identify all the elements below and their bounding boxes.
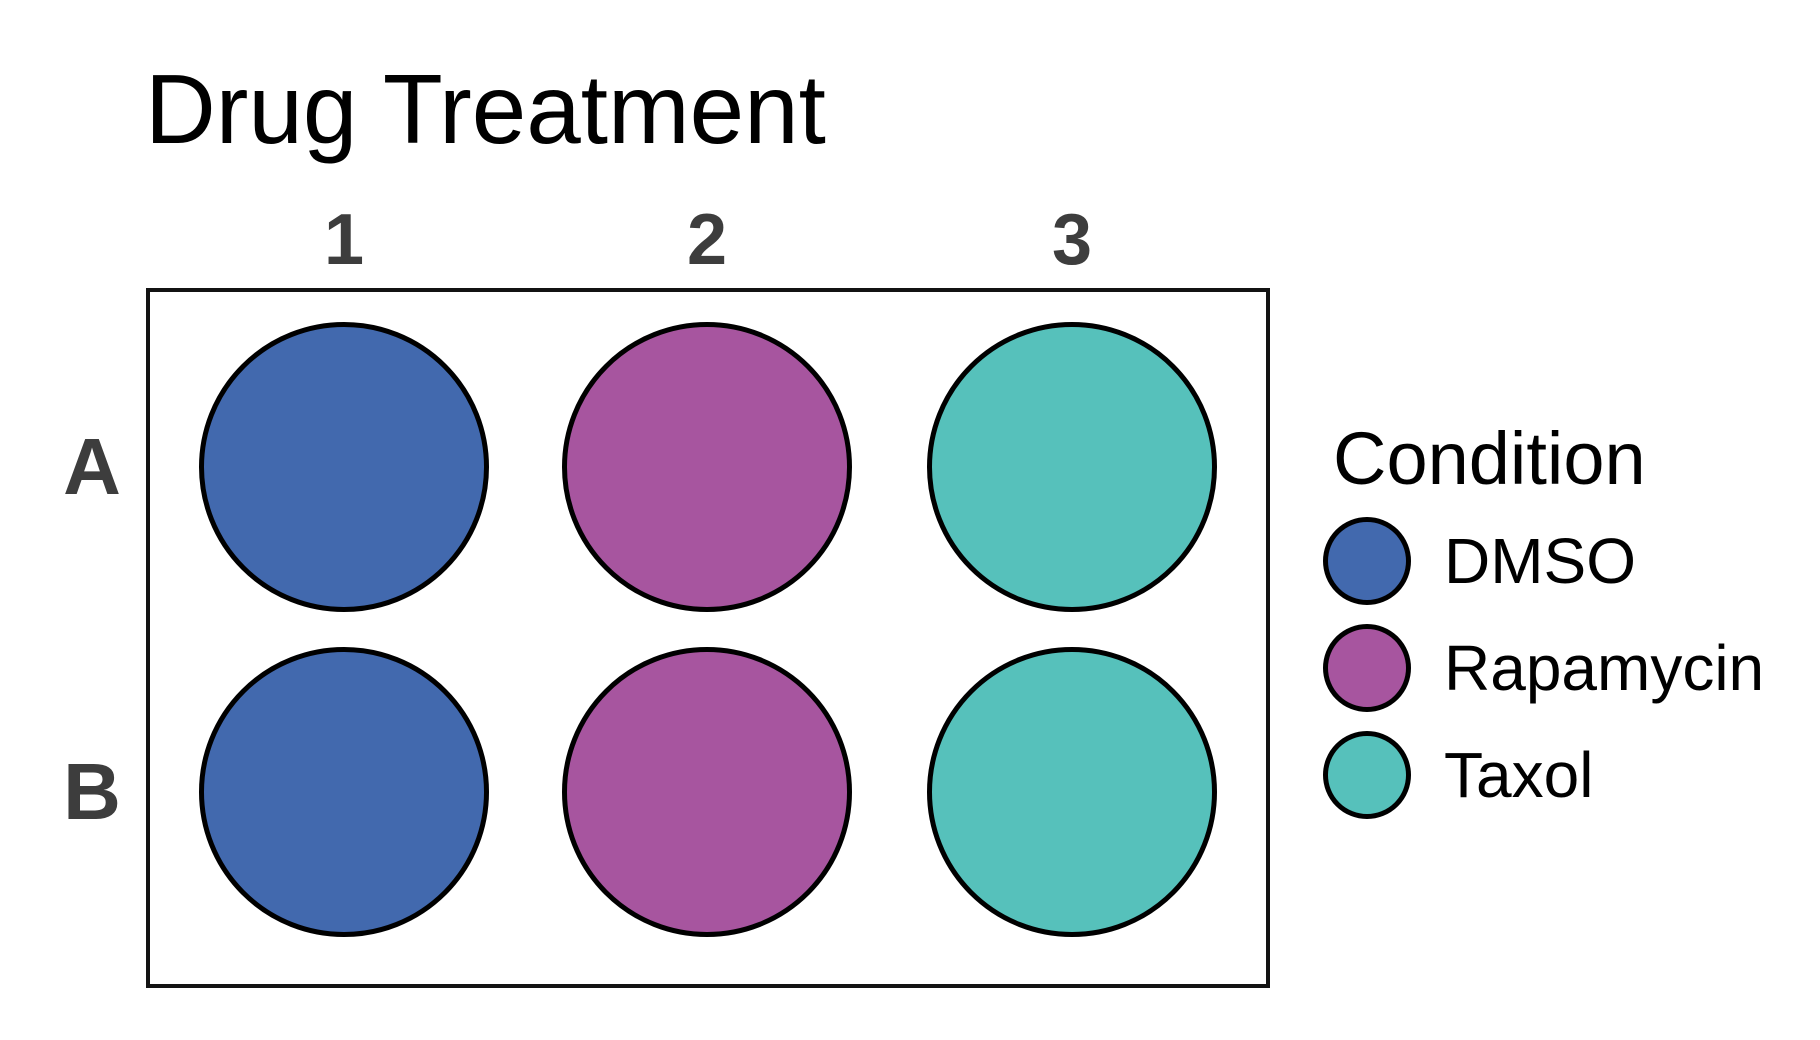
well-A3-taxol	[927, 322, 1217, 612]
legend-item-dmso: DMSO	[1323, 517, 1764, 605]
column-label-1: 1	[323, 200, 365, 280]
row-label-A: A	[63, 422, 121, 511]
legend-item-taxol: Taxol	[1323, 731, 1764, 819]
well-B1-dmso	[199, 647, 489, 937]
column-label-3: 3	[1051, 200, 1093, 280]
well-A2-rapamycin	[562, 322, 852, 612]
figure-title: Drug Treatment	[145, 54, 826, 164]
legend-title: Condition	[1333, 417, 1646, 500]
well-B2-rapamycin	[562, 647, 852, 937]
legend-label-dmso: DMSO	[1444, 525, 1636, 597]
legend-swatch-dmso	[1323, 517, 1411, 605]
well-A1-dmso	[199, 322, 489, 612]
legend-swatch-rapamycin	[1323, 624, 1411, 712]
legend-item-rapamycin: Rapamycin	[1323, 624, 1764, 712]
well-B3-taxol	[927, 647, 1217, 937]
legend-label-taxol: Taxol	[1444, 739, 1594, 811]
legend-swatch-taxol	[1323, 731, 1411, 819]
column-label-2: 2	[686, 200, 728, 280]
row-label-B: B	[63, 747, 121, 836]
legend-label-rapamycin: Rapamycin	[1444, 632, 1765, 704]
